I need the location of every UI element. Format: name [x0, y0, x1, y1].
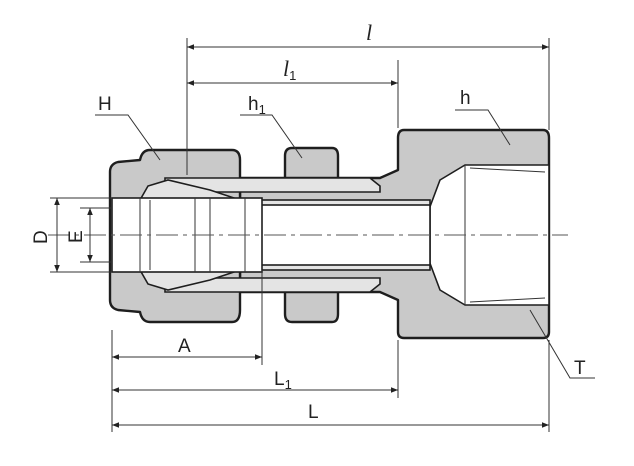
- label-l1: l1: [283, 56, 296, 83]
- label-E: E: [66, 230, 87, 243]
- nut-h1-top: [283, 146, 340, 180]
- label-L1: L1: [274, 369, 292, 392]
- leader-H: [95, 114, 161, 161]
- label-H: H: [98, 94, 112, 115]
- nut-h1-bottom: [283, 290, 340, 324]
- label-h1: h1: [248, 94, 266, 117]
- label-L: L: [308, 402, 319, 423]
- label-l: l: [366, 20, 372, 45]
- leader-h1: [240, 114, 303, 159]
- label-D: D: [31, 230, 52, 244]
- label-h: h: [460, 88, 471, 109]
- leader-h: [455, 109, 511, 146]
- label-A: A: [178, 336, 191, 357]
- label-T: T: [574, 358, 586, 379]
- leader-T: [529, 309, 595, 379]
